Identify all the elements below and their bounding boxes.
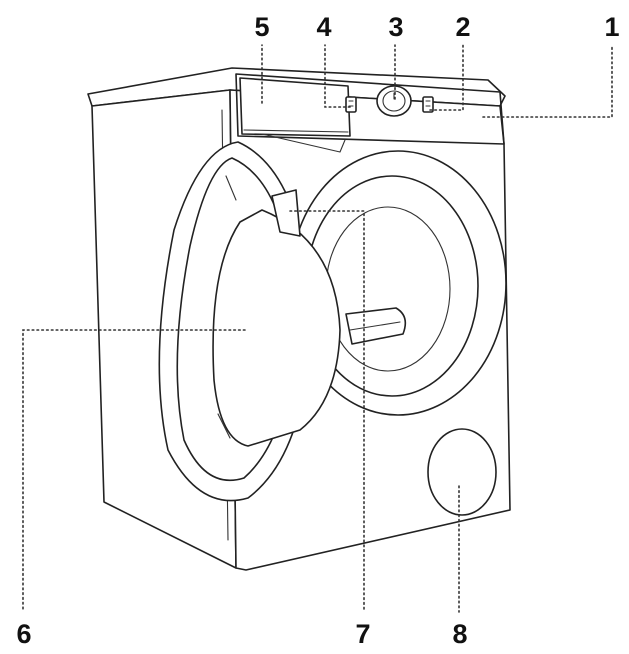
control-panel-face [235, 73, 505, 145]
leader-1 [482, 44, 613, 118]
program-indicator [345, 96, 357, 113]
leader-6 [22, 329, 246, 613]
leader-lines [22, 44, 613, 613]
callout-8: 8 [452, 619, 467, 649]
callout-1: 1 [604, 12, 619, 42]
detergent-drawer [239, 77, 351, 153]
filter-cover [427, 428, 497, 516]
callout-7: 7 [355, 619, 370, 649]
control-panel [235, 73, 505, 153]
program-selector-dial [376, 85, 412, 117]
open-door [158, 141, 341, 502]
callout-4: 4 [316, 12, 331, 42]
callout-5: 5 [254, 12, 269, 42]
display-buttons [422, 96, 434, 113]
callout-3: 3 [388, 12, 403, 42]
leader-7 [289, 210, 365, 613]
callout-2: 2 [455, 12, 470, 42]
door-hinge [271, 189, 301, 237]
callout-6: 6 [16, 619, 31, 649]
callout-labels: 1 2 3 4 5 6 7 8 [16, 12, 619, 649]
leader-4 [324, 44, 351, 108]
leader-2 [429, 44, 464, 111]
door-glass [212, 209, 341, 447]
